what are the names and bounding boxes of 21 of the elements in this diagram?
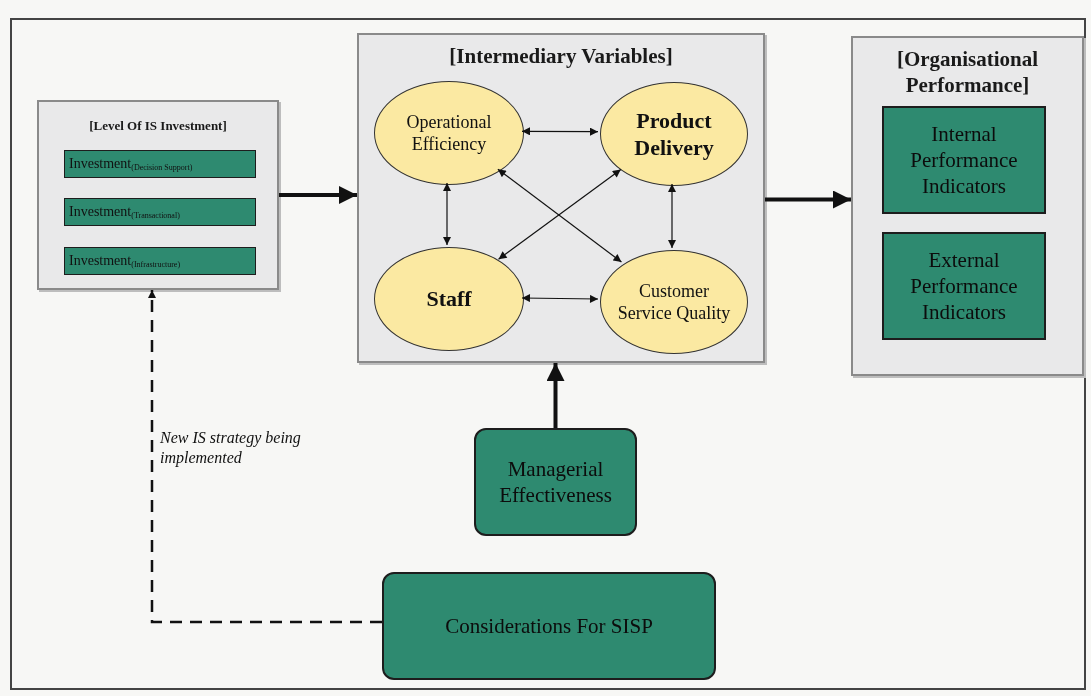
panel-heading: [Organisational Performance] <box>895 46 1040 99</box>
process-box: Considerations For SISP <box>382 572 716 680</box>
group-panel <box>37 100 279 290</box>
indicator-box: External Performance Indicators <box>882 232 1046 340</box>
dashed-arrow <box>148 290 382 624</box>
investment-box: Investment$_{(Transactional)}$ <box>64 198 256 226</box>
group-panel <box>851 36 1084 376</box>
indicator-box: Internal Performance Indicators <box>882 106 1046 214</box>
process-box: Managerial Effectiveness <box>474 428 637 536</box>
variable-ellipse: Staff <box>374 247 524 351</box>
panel-heading: [Intermediary Variables] <box>448 43 674 70</box>
arrow <box>279 186 357 204</box>
arrow <box>546 363 565 428</box>
arrow <box>765 190 851 209</box>
panel-heading: [Level Of IS Investment] <box>88 118 228 135</box>
investment-box: Investment$_{(Infrastructure)}$ <box>64 247 256 275</box>
group-panel <box>357 33 765 363</box>
variable-ellipse: Customer Service Quality <box>600 250 748 354</box>
investment-box: Investment$_{(Decision Support)}$ <box>64 150 256 178</box>
variable-ellipse: Product Delivery <box>600 82 748 186</box>
variable-ellipse: Operational Efficiency <box>374 81 524 185</box>
